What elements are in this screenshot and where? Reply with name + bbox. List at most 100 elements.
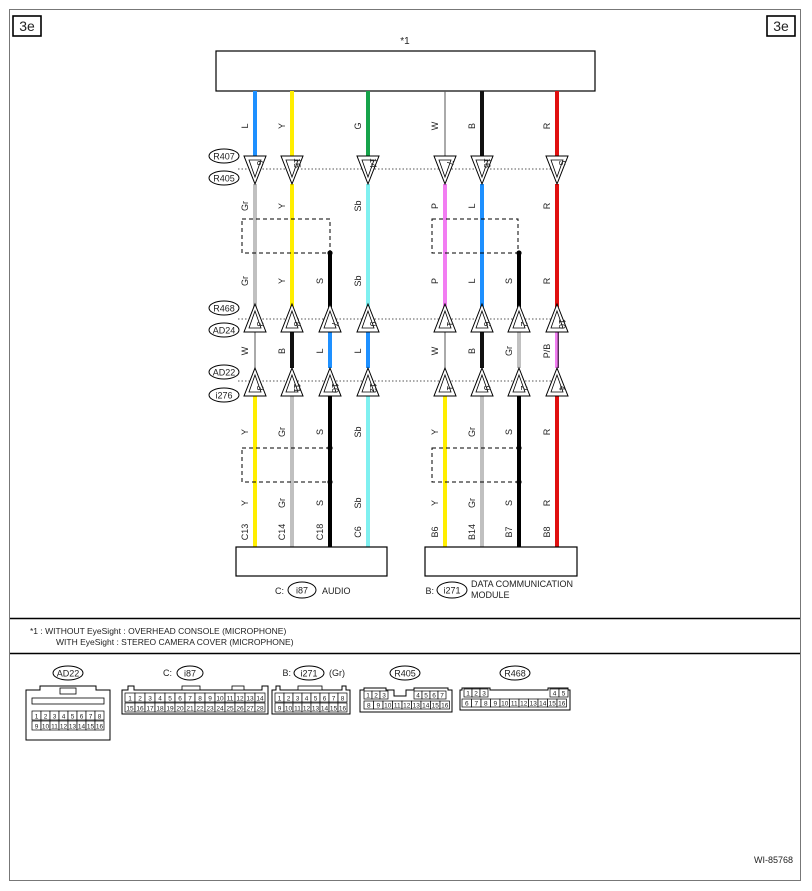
pin-number-ad24: 10 <box>557 319 567 329</box>
legend-r405-pin: 4 <box>416 692 420 699</box>
dcm-prefix: B: <box>425 586 434 596</box>
legend-ad22-pin: 6 <box>80 713 84 720</box>
legend-r468-pin: 11 <box>511 700 518 707</box>
legend-r468-label: R468 <box>504 669 526 679</box>
wire-color-label-top: Y <box>277 123 287 129</box>
connector-label-r407-text: R407 <box>213 152 235 162</box>
legend-i271-pin: 5 <box>314 695 318 702</box>
pin-number-i276: 12 <box>368 383 378 393</box>
legend-r405-pin: 7 <box>440 692 444 699</box>
legend-ad22-pin: 11 <box>51 723 58 730</box>
wire-color-label-mid-lower: Gr <box>240 276 250 286</box>
legend-i87-pin: 8 <box>198 695 202 702</box>
connector-label-ad22: AD22 <box>208 364 240 380</box>
terminal-label: C14 <box>277 524 287 541</box>
shield-boxes <box>241 218 519 483</box>
wire-color-label-mid-upper: Sb <box>353 200 363 211</box>
figure-id: WI-85768 <box>754 855 793 865</box>
note-line-1: *1 : WITHOUT EyeSight : OVERHEAD CONSOLE… <box>30 626 286 636</box>
wire-color-label-low: W <box>430 346 440 355</box>
corner-tag-left-text: 3e <box>19 18 35 34</box>
legend-r405-pin: 8 <box>367 702 371 709</box>
legend-i271-pin: 16 <box>339 705 347 712</box>
wire-color-label-bottom-upper: Sb <box>353 426 363 437</box>
connector-label-ad22-text: AD22 <box>213 368 236 378</box>
top-component-box <box>215 50 596 92</box>
legend-i271-pin: 2 <box>287 695 291 702</box>
legend-i87-pin: 21 <box>186 705 194 712</box>
page-frame <box>9 9 801 881</box>
legend-i271-pin: 11 <box>294 705 301 712</box>
wire-color-label-bottom-lower: R <box>542 499 552 506</box>
legend-r468-pin: 9 <box>493 700 497 707</box>
connector-arrow-i276-inner <box>323 373 337 393</box>
pin-number-i276: 1 <box>445 385 455 390</box>
connector-label-r405-text: R405 <box>213 174 235 184</box>
legend-r468-pin: 7 <box>474 700 478 707</box>
legend-r405-cell <box>379 690 389 700</box>
wire-color-label-top: R <box>542 122 552 129</box>
wire-color-label-low: L <box>315 348 325 353</box>
legend-ad22-pin: 13 <box>69 723 77 730</box>
legend-r468-pin: 13 <box>530 700 538 707</box>
note-line-2: WITH EyeSight : STEREO CAMERA COVER (MIC… <box>56 637 294 647</box>
terminal-label: C6 <box>353 526 363 538</box>
legend-i87-pin: 12 <box>236 695 244 702</box>
connector-arrow-ad24-inner <box>248 309 262 329</box>
legend-r468-pin: 12 <box>520 700 528 707</box>
connector-arrow-r405-inner <box>550 159 564 179</box>
connector-arrow-r405-inner <box>361 159 375 179</box>
legend-r468-pin: 15 <box>549 700 557 707</box>
wire-color-label-mid-lower: S <box>504 278 514 284</box>
legend-i87-pin: 17 <box>146 705 154 712</box>
wire-color-label-bottom-lower: Gr <box>467 498 477 508</box>
pin-number-ad24: 2 <box>519 321 529 326</box>
wire-color-label-bottom-lower: S <box>315 500 325 506</box>
connector-arrow-i276-inner <box>248 373 262 393</box>
legend-r468-pin: 5 <box>562 690 566 697</box>
legend-i271-pin: 10 <box>285 705 293 712</box>
pin-number-r405: 7 <box>445 160 455 165</box>
pin-number-i276: 2 <box>519 385 529 390</box>
connector-label-r468-text: R468 <box>213 304 235 314</box>
legend-i271-cell <box>337 692 348 703</box>
audio-prefix: C: <box>275 586 284 596</box>
legend-r468-cell <box>556 698 567 708</box>
legend-r405-pin: 10 <box>384 702 392 709</box>
wire-color-label-low: L <box>353 348 363 353</box>
legend-r405-pin: 14 <box>422 702 430 709</box>
connector-arrow-ad24-inner <box>285 309 299 329</box>
legend-i271-label: i271 <box>300 669 317 679</box>
legend-i87-pin: 25 <box>226 705 234 712</box>
connector-arrow-ad24-inner <box>438 309 452 329</box>
wire-color-label-bottom-upper: R <box>542 428 552 435</box>
audio-box <box>235 546 388 577</box>
legend-ad22-pin: 9 <box>35 723 39 730</box>
wire-color-label-bottom-lower: S <box>504 500 514 506</box>
terminal-label: C13 <box>240 524 250 541</box>
wire-color-label-mid-upper: Y <box>277 203 287 209</box>
legend-r405-cell <box>439 700 450 710</box>
legend-ad22-pin: 7 <box>89 713 93 720</box>
legend-r405-label: R405 <box>394 669 416 679</box>
legend-r405-pin: 9 <box>376 702 380 709</box>
legend-i87-pin: 1 <box>128 695 132 702</box>
wire-color-label-top: L <box>240 123 250 128</box>
legend-ad22-pin: 1 <box>35 713 39 720</box>
legend-i87-pin: 9 <box>208 695 212 702</box>
pin-number-ad24: 6 <box>482 321 492 326</box>
corner-tag-right: 3e <box>766 15 796 37</box>
connector-arrow-ad24-inner <box>323 309 337 329</box>
legend-ad22-pin: 14 <box>78 723 86 730</box>
legend-r405-pin: 11 <box>394 702 401 709</box>
pin-number-r405: 5 <box>557 160 567 165</box>
wire-color-label-mid-upper: L <box>467 203 477 208</box>
legend-i87-pin: 4 <box>158 695 162 702</box>
wire-color-label-low: B <box>277 348 287 354</box>
pin-number-r405: 15 <box>292 158 302 168</box>
connector-arrow-ad24-inner <box>361 309 375 329</box>
connector-label-i276-text: i276 <box>215 391 232 401</box>
wire-color-label-top: G <box>353 122 363 129</box>
connector-arrow-i276-inner <box>285 373 299 393</box>
